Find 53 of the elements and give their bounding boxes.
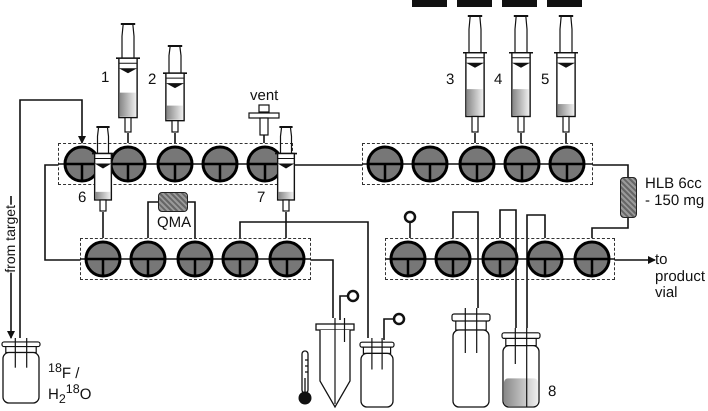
vial-drawing (2, 338, 40, 404)
vial-drawing (502, 328, 540, 408)
connector (520, 133, 522, 143)
connector (239, 221, 369, 338)
vial-drawing (316, 318, 354, 408)
vent-filter-drawing (249, 105, 279, 135)
syringe-number: 4 (494, 72, 502, 88)
syringe-drawing (92, 126, 114, 212)
connector (293, 164, 362, 166)
cartridge (158, 192, 188, 212)
vial-drawing (452, 308, 490, 408)
connector (526, 214, 546, 328)
connector (474, 133, 476, 143)
cartridge-label: HLB 6cc - 150 mg (645, 176, 706, 209)
connector (102, 212, 104, 238)
vial-label: $^{18}$F / H$_{2}$$^{18}$O (48, 362, 92, 406)
syringe-drawing (554, 15, 578, 133)
syringe-number: 3 (446, 72, 454, 88)
connector (452, 211, 479, 308)
vial-drawing (360, 338, 394, 408)
syringe-number: 1 (101, 70, 110, 86)
connector (615, 256, 656, 264)
syringe-drawing (463, 15, 487, 133)
connector (593, 164, 629, 177)
syringe-drawing (116, 23, 140, 133)
connector (499, 209, 517, 328)
syringe-number: 6 (78, 190, 86, 206)
syringe-number: 2 (148, 72, 156, 88)
vent-label: vent (250, 88, 278, 104)
connector (174, 133, 176, 143)
connector (591, 218, 629, 238)
connector (311, 259, 334, 318)
connector (147, 201, 158, 238)
connector (263, 135, 265, 143)
vial-label: 8 (548, 384, 556, 400)
cartridge-label: QMA (157, 215, 192, 232)
syringe-drawing (509, 15, 533, 133)
connector (44, 164, 80, 261)
destination-label: to product vial (655, 252, 708, 302)
connector (565, 133, 567, 143)
manifold (362, 143, 593, 185)
syringe-drawing (163, 45, 187, 133)
cartridge (620, 177, 637, 218)
connector (19, 99, 86, 338)
connector (188, 201, 196, 238)
edge-label: from target (3, 205, 18, 273)
connector (285, 212, 287, 238)
syringe-drawing (275, 126, 297, 212)
manifold (385, 238, 615, 280)
manifold (80, 238, 311, 280)
connector (127, 133, 129, 143)
syringe-number: 5 (541, 72, 550, 88)
syringe-number: 7 (257, 190, 266, 206)
